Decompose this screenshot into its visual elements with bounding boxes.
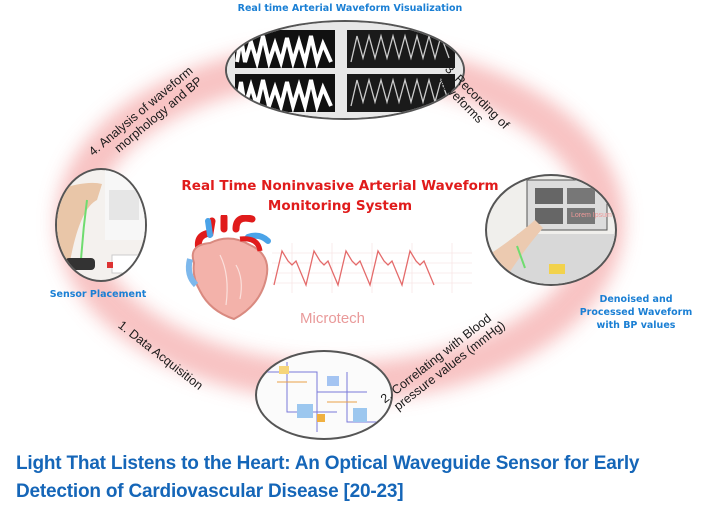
right-label-line1: Denoised and xyxy=(599,294,673,305)
center-title-line1: Real Time Noninvasive Arterial Waveform xyxy=(181,178,499,194)
laptop-screen-text: Lorem Ipsum xyxy=(571,212,612,219)
waveform-monitor-photo xyxy=(225,20,465,120)
waveform-screens-icon xyxy=(227,22,463,118)
circuit-schematic-photo xyxy=(255,350,393,440)
schematic-icon xyxy=(267,362,377,432)
caption-line2: Detection of Cardiovascular Disease [20-… xyxy=(16,481,404,502)
laptop-icon xyxy=(487,179,615,284)
laptop-sensor-photo: Lorem Ipsum xyxy=(485,174,617,286)
left-label: Sensor Placement xyxy=(49,289,147,300)
right-label-line3: with BP values xyxy=(596,320,676,331)
heart-icon xyxy=(185,215,271,321)
figure-caption: Light That Listens to the Heart: An Opti… xyxy=(16,450,716,506)
workflow-diagram: Real time Arterial Waveform Visualizatio… xyxy=(49,3,706,440)
top-label: Real time Arterial Waveform Visualizatio… xyxy=(237,3,463,14)
wrist-sensor-photo xyxy=(55,168,147,282)
center-watermark: Microtech xyxy=(300,310,366,327)
arm-sensor-icon xyxy=(57,170,145,280)
center-title-line2: Monitoring System xyxy=(267,198,413,214)
right-label-line2: Processed Waveform xyxy=(579,307,693,318)
pulse-waveform-icon xyxy=(272,243,472,293)
right-label: Denoised and Processed Waveform with BP … xyxy=(566,293,706,332)
caption-line1: Light That Listens to the Heart: An Opti… xyxy=(16,453,640,474)
center-title: Real Time Noninvasive Arterial Waveform … xyxy=(150,176,530,216)
